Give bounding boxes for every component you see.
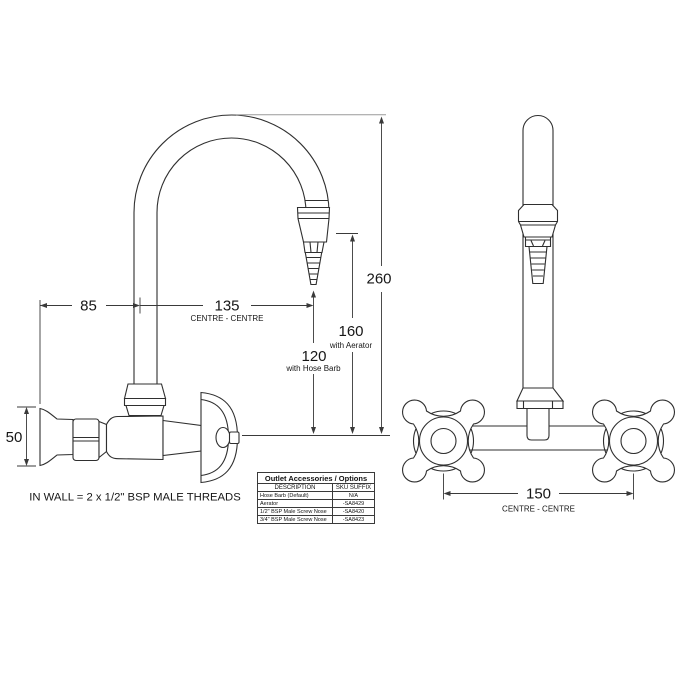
dim-260: 260 (236, 115, 392, 434)
col-header-sku-suffix: SKU SUFFIX (332, 483, 375, 492)
in-wall-note: IN WALL = 2 x 1/2" BSP MALE THREADS (29, 492, 241, 504)
dim-120-label: 120 (301, 348, 326, 365)
outlet-accessories-table: Outlet Accessories / Options DESCRIPTION… (257, 472, 375, 524)
spout-front (523, 116, 553, 389)
dim-150-note: CENTRE - CENTRE (502, 505, 575, 514)
table-row: 1/2" BSP Male Screw Nose -SA8420 (257, 507, 375, 516)
row-description: Hose Barb (Default) (257, 491, 333, 500)
row-description: 3/4" BSP Male Screw Nose (257, 515, 333, 524)
wall-flange (40, 409, 73, 466)
side-view: 50 85 135 CENTRE - CENTRE 260 1 (6, 115, 392, 504)
hose-barb-front (529, 247, 547, 284)
dim-150-label: 150 (526, 486, 551, 503)
row-sku: N/A (332, 491, 375, 500)
dim-160-label: 160 (338, 323, 363, 340)
spout-base-cone (125, 384, 166, 416)
dim-85-label: 85 (80, 298, 97, 315)
row-description: Aerator (257, 499, 333, 508)
valve-body (99, 416, 163, 460)
spout-base-front (517, 388, 563, 440)
table-title: Outlet Accessories / Options (257, 472, 375, 484)
cross-handle-right (593, 400, 675, 482)
row-sku: -SA8423 (332, 515, 375, 524)
row-sku: -SA8429 (332, 499, 375, 508)
cross-handle-left (403, 400, 485, 482)
dim-120: 120 with Hose Barb (285, 290, 341, 434)
dim-260-label: 260 (366, 271, 391, 288)
aerator-outlet-front (519, 205, 558, 247)
dim-135-note: CENTRE - CENTRE (191, 314, 264, 323)
dim-50: 50 (6, 407, 36, 466)
table-row: Aerator -SA8429 (257, 499, 375, 508)
aerator-outlet (298, 208, 330, 243)
gooseneck-spout (134, 115, 329, 384)
dim-120-note: with Hose Barb (285, 364, 341, 373)
table-row: Hose Barb (Default) N/A (257, 491, 375, 500)
handle-side-view (163, 393, 239, 483)
dim-135-label: 135 (214, 298, 239, 315)
hex-nut (73, 419, 99, 461)
row-description: 1/2" BSP Male Screw Nose (257, 507, 333, 516)
table-row: 3/4" BSP Male Screw Nose -SA8423 (257, 515, 375, 524)
dim-50-label: 50 (6, 429, 23, 446)
dim-85-135: 85 135 CENTRE - CENTRE (40, 297, 314, 405)
table-title-row: Outlet Accessories / Options (257, 472, 375, 484)
dim-160-note: with Aerator (329, 341, 373, 350)
col-header-description: DESCRIPTION (257, 483, 333, 492)
row-sku: -SA8420 (332, 507, 375, 516)
table-header-row: DESCRIPTION SKU SUFFIX (257, 483, 375, 492)
dim-160: 160 with Aerator (329, 234, 373, 434)
front-view: 150 CENTRE - CENTRE (403, 116, 675, 514)
hose-barb-outlet (304, 242, 325, 285)
dim-150: 150 CENTRE - CENTRE (444, 474, 634, 514)
